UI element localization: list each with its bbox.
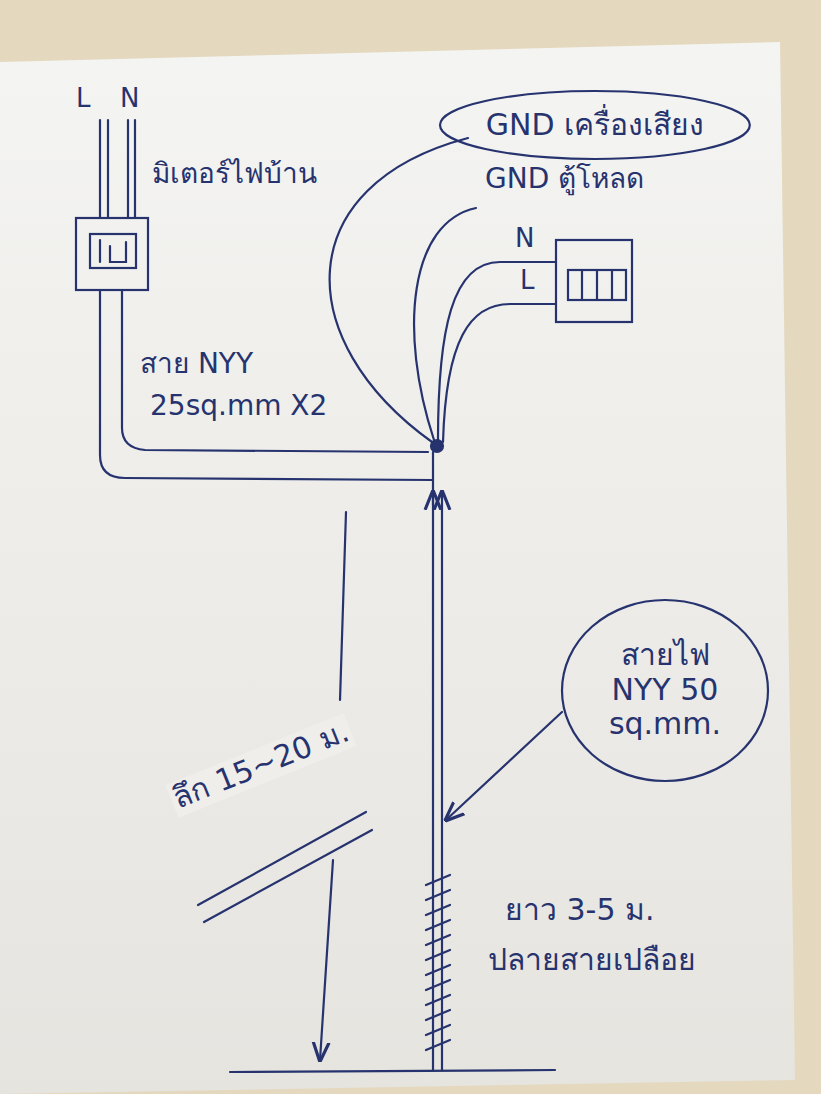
cable-inner (122, 290, 428, 452)
ground-cable (432, 492, 434, 505)
depth-stroke (204, 830, 372, 922)
note-label: ปลายสายเปลือย (488, 943, 696, 978)
breaker-mark (581, 270, 583, 300)
depth-stroke (198, 812, 366, 905)
neutral-wire (127, 120, 129, 218)
ground-cable (432, 452, 434, 1070)
leader-line (446, 712, 562, 820)
paper-sheet (0, 42, 795, 1094)
note-label: สาย NYY (140, 348, 253, 380)
breaker-mark (596, 270, 598, 300)
breaker-mark (611, 270, 613, 300)
line-wire (107, 120, 109, 218)
ink-drawing (76, 120, 632, 1072)
note-label: 25sq.mm X2 (150, 390, 327, 422)
meter-box (76, 218, 148, 290)
line-wire (99, 120, 101, 218)
oval-text: สายไฟ NYY 50 sq.mm. (590, 638, 740, 742)
breaker-row (568, 270, 626, 300)
cable-outer (100, 290, 432, 480)
note-label: L (520, 266, 535, 296)
oval-line (562, 600, 768, 781)
note-label: N (515, 224, 534, 254)
meter-mark (99, 240, 101, 262)
bare-wire-hatch (426, 875, 450, 1050)
line-wire (443, 304, 556, 442)
neutral-wire (134, 120, 136, 218)
breaker-box (556, 240, 632, 322)
note-label: มิเตอร์ไฟบ้าน (152, 158, 317, 190)
callout-oval: GND เครื่องเสียง (438, 89, 752, 161)
note-label: L (76, 84, 91, 114)
meter-mark (110, 242, 126, 262)
ground-line (230, 1070, 555, 1072)
meter-display (90, 234, 136, 268)
depth-line (340, 512, 346, 700)
oval-line (440, 91, 750, 159)
callout-oval: สายไฟ NYY 50 sq.mm. (560, 598, 770, 783)
depth-arrow (320, 860, 333, 1060)
note-label: ยาว 3-5 ม. (505, 893, 655, 928)
note-label: N (120, 84, 139, 114)
note-label: GND ตู้โหลด (485, 163, 644, 195)
oval-text: GND เครื่องเสียง (486, 108, 704, 143)
